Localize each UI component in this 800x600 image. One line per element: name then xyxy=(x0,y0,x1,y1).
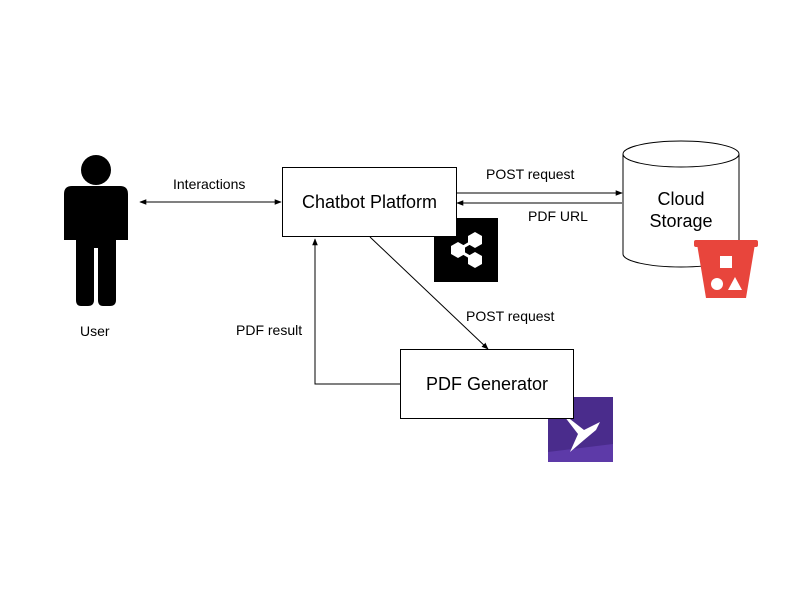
bird-icon xyxy=(548,397,613,462)
edge-pdf-result xyxy=(312,238,400,385)
person-silhouette-icon xyxy=(64,155,128,306)
chatbot-platform-label: Chatbot Platform xyxy=(301,191,438,212)
bucket-icon xyxy=(694,240,758,298)
chatbot-platform-node: Chatbot Platform xyxy=(282,167,457,237)
cloud-storage-line-1: Cloud xyxy=(657,189,705,209)
pdf-url-label: PDF URL xyxy=(528,208,588,224)
pdf-generator-node: PDF Generator xyxy=(400,349,574,419)
cloud-storage-label: Cloud Storage xyxy=(623,188,739,232)
edge-post-request-generator xyxy=(369,236,489,350)
cloud-storage-cylinder xyxy=(622,140,740,268)
user-label: User xyxy=(80,323,110,339)
post-request-generator-label: POST request xyxy=(466,308,555,324)
pdf-generator-label: PDF Generator xyxy=(425,373,549,394)
interactions-label: Interactions xyxy=(173,176,246,192)
pdf-result-label: PDF result xyxy=(236,322,303,338)
post-request-storage-label: POST request xyxy=(486,166,575,182)
cloud-storage-line-2: Storage xyxy=(649,211,713,231)
